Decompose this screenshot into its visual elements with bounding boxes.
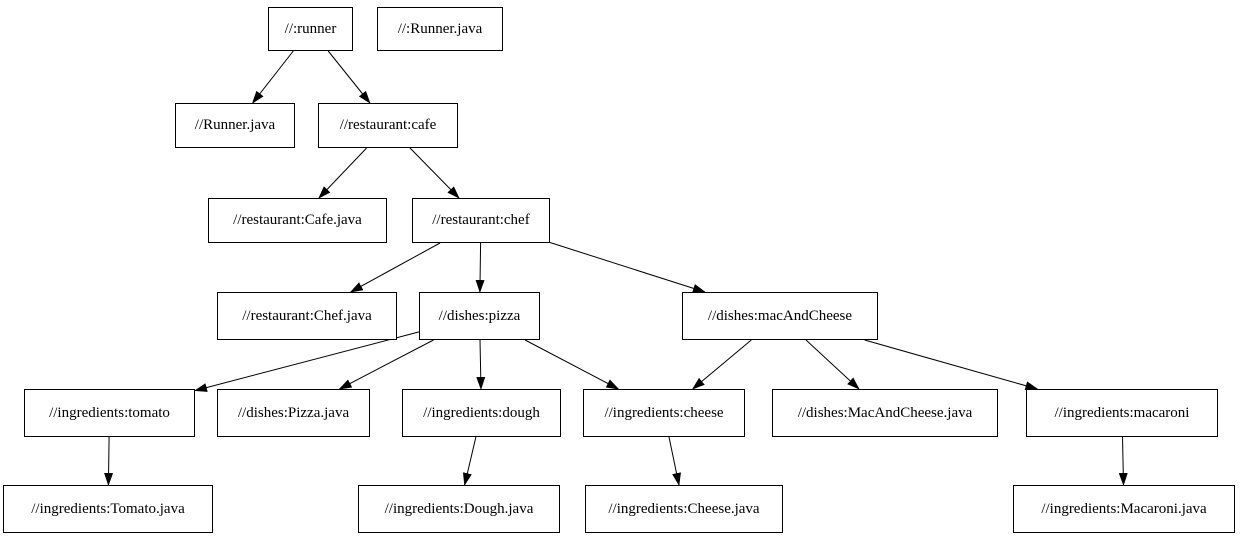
- graph-node-label: //dishes:macAndCheese: [707, 307, 853, 324]
- edge-pizza-to-cheese: [524, 339, 620, 390]
- edge-dough-to-dough-java: [462, 436, 477, 486]
- graph-node-label: //restaurant:cafe: [339, 117, 437, 133]
- edge-chef-to-mac-and-cheese: [549, 242, 706, 293]
- graph-node-mac-and-cheese-java: //dishes:MacAndCheese.java: [772, 389, 998, 437]
- graph-node-label: //:runner: [284, 20, 337, 37]
- edge-cafe-to-chef: [409, 147, 460, 199]
- graph-node-chef-java: //restaurant:Chef.java: [217, 292, 397, 340]
- graph-node-label: //dishes:pizza: [438, 307, 521, 324]
- graph-node-label: //ingredients:Macaroni.java: [1041, 500, 1207, 517]
- edge-mac-and-cheese-to-cheese: [691, 339, 752, 390]
- graph-node-dough: //ingredients:dough: [402, 389, 561, 437]
- graph-node-pizza-java: //dishes:Pizza.java: [217, 389, 370, 437]
- edge-chef-to-chef-java: [349, 242, 441, 293]
- edge-pizza-to-dough: [476, 339, 486, 390]
- graph-node-runner: //:runner: [268, 7, 353, 51]
- graph-node-label: //ingredients:macaroni: [1054, 404, 1190, 421]
- graph-node-label: //ingredients:cheese: [604, 404, 724, 421]
- graph-node-runner-java-top: //:Runner.java: [377, 7, 503, 51]
- graph-node-label: //restaurant:Chef.java: [242, 307, 372, 324]
- graph-node-label: //:Runner.java: [397, 20, 483, 37]
- graph-node-label: //ingredients:Dough.java: [384, 500, 534, 517]
- edge-pizza-to-tomato: [194, 331, 420, 392]
- edge-mac-and-cheese-to-macaroni: [864, 339, 1039, 391]
- graph-node-tomato: //ingredients:tomato: [24, 389, 195, 437]
- edge-mac-and-cheese-to-mac-and-cheese-java: [805, 339, 860, 390]
- graph-node-label: //dishes:Pizza.java: [237, 404, 350, 421]
- edge-macaroni-to-macaroni-java: [1118, 436, 1128, 486]
- graph-node-cafe-java: //restaurant:Cafe.java: [208, 198, 387, 243]
- graph-node-macaroni-java: //ingredients:Macaroni.java: [1013, 485, 1235, 533]
- graph-node-cafe: //restaurant:cafe: [318, 103, 458, 148]
- graph-node-dough-java: //ingredients:Dough.java: [358, 485, 560, 533]
- graph-node-label: //dishes:MacAndCheese.java: [797, 404, 973, 421]
- edge-tomato-to-tomato-java: [104, 436, 114, 486]
- graph-node-runner-java: //Runner.java: [175, 103, 295, 148]
- graph-node-macaroni: //ingredients:macaroni: [1026, 389, 1218, 437]
- edge-runner-to-cafe: [327, 50, 371, 104]
- edge-chef-to-pizza: [475, 242, 485, 293]
- graph-node-label: //restaurant:chef: [432, 212, 530, 228]
- graph-node-cheese: //ingredients:cheese: [583, 389, 745, 437]
- graph-node-label: //Runner.java: [194, 117, 276, 133]
- edge-cheese-to-cheese-java: [668, 436, 681, 486]
- edge-cafe-to-cafe-java: [318, 147, 367, 199]
- graph-node-chef: //restaurant:chef: [412, 198, 550, 243]
- graph-node-tomato-java: //ingredients:Tomato.java: [3, 485, 213, 533]
- graph-node-label: //ingredients:tomato: [49, 404, 170, 421]
- edge-pizza-to-pizza-java: [338, 339, 434, 390]
- edge-runner-to-runner-java: [251, 50, 294, 104]
- graph-node-label: //ingredients:Tomato.java: [31, 500, 185, 517]
- graph-node-label: //restaurant:Cafe.java: [233, 212, 362, 228]
- graph-node-mac-and-cheese: //dishes:macAndCheese: [682, 292, 878, 340]
- graph-node-pizza: //dishes:pizza: [419, 292, 540, 340]
- graph-node-label: //ingredients:Cheese.java: [608, 500, 760, 517]
- graph-node-cheese-java: //ingredients:Cheese.java: [585, 485, 783, 533]
- graph-node-label: //ingredients:dough: [423, 404, 540, 421]
